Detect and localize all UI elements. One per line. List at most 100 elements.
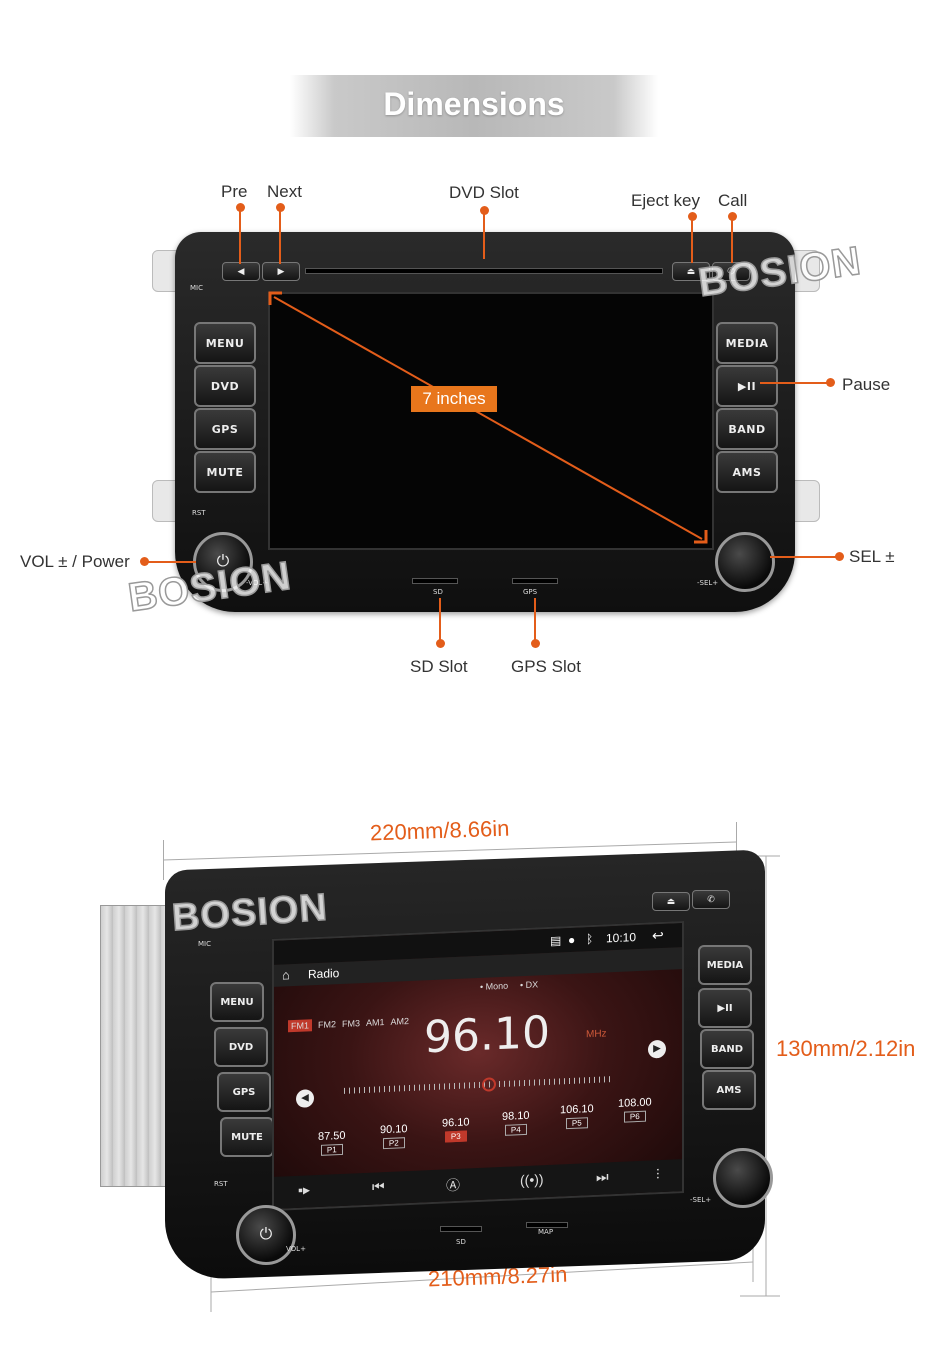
preset-4-freq: 98.10	[502, 1109, 530, 1123]
callout-eject: Eject key	[631, 191, 700, 210]
page-title: Dimensions	[383, 86, 565, 122]
select-knob-2[interactable]	[713, 1148, 773, 1208]
back-icon[interactable]: ↩	[652, 926, 664, 944]
callout-sd-dot	[436, 639, 445, 648]
callout-next: Next	[267, 182, 302, 201]
callout-sel-line	[770, 556, 836, 558]
frequency-display: 96.10	[424, 1006, 550, 1064]
sd-slot	[412, 578, 458, 584]
callout-sel: SEL ±	[849, 547, 895, 566]
preset-3-freq: 96.10	[442, 1116, 470, 1130]
callout-pre-line	[239, 208, 241, 264]
preset-5-label: P5	[565, 1117, 588, 1130]
volume-power-knob-2[interactable]: ⏻	[236, 1205, 296, 1265]
band-am1[interactable]: AM1	[366, 1017, 385, 1028]
map-label-2: MAP	[538, 1228, 554, 1236]
band-fm2[interactable]: FM2	[318, 1019, 336, 1030]
rst-label-2: RST	[214, 1180, 228, 1188]
mic-label-2: MIC	[198, 940, 211, 948]
callout-next-line	[279, 208, 281, 264]
prev-button[interactable]: ◀	[222, 262, 260, 281]
callout-eject-line	[691, 217, 693, 263]
dvd-button-2[interactable]: DVD	[214, 1027, 268, 1067]
preset-5-freq: 106.10	[560, 1102, 594, 1117]
callout-dvd-dot	[480, 206, 489, 215]
rst-label: RST	[192, 509, 206, 517]
dimension-lines	[162, 841, 780, 1312]
callout-call-dot	[728, 212, 737, 221]
select-knob[interactable]	[715, 532, 775, 592]
vol-label: -VOL+	[246, 579, 269, 587]
preset-3-label: P3	[444, 1130, 467, 1143]
callout-vol-power: VOL ± / Power	[20, 552, 130, 571]
next-track-icon[interactable]: ⏭	[596, 1168, 609, 1185]
preset-1-label: P1	[320, 1143, 343, 1156]
sd-label: SD	[433, 588, 443, 596]
vol-label-2: VOL+	[286, 1245, 306, 1253]
dvd-slot	[305, 268, 663, 274]
play-pause-button-2[interactable]: ▶II	[698, 988, 752, 1028]
dvd-button[interactable]: DVD	[194, 365, 256, 407]
preset-1-freq: 87.50	[318, 1129, 346, 1143]
callout-sd-line	[439, 598, 441, 640]
mute-button-2[interactable]: MUTE	[220, 1117, 274, 1157]
dx-indicator: • DX	[520, 979, 539, 991]
callout-gps-dot	[531, 639, 540, 648]
dim-top-width: 220mm/8.66in	[369, 815, 510, 846]
band-fm1[interactable]: FM1	[288, 1019, 312, 1033]
callout-pause-dot	[826, 378, 835, 387]
callout-vol-dot	[140, 557, 149, 566]
mute-button[interactable]: MUTE	[194, 451, 256, 493]
call-button-2[interactable]: ✆	[692, 890, 730, 909]
next-button[interactable]: ▶	[262, 262, 300, 281]
menu-button-2[interactable]: MENU	[210, 982, 264, 1022]
sel-label: -SEL+	[697, 579, 719, 587]
band-button-2[interactable]: BAND	[700, 1029, 754, 1069]
ams-button[interactable]: AMS	[716, 451, 778, 493]
preset-2-freq: 90.10	[380, 1123, 408, 1137]
band-button[interactable]: BAND	[716, 408, 778, 450]
status-time: 10:10	[606, 930, 637, 946]
callout-pause: Pause	[842, 375, 891, 394]
gps-button[interactable]: GPS	[194, 408, 256, 450]
eject-button-2[interactable]: ⏏	[652, 892, 690, 911]
sel-label-2: -SEL+	[690, 1196, 712, 1204]
auto-search-icon[interactable]: Ⓐ	[446, 1176, 460, 1194]
gps-label: GPS	[523, 588, 538, 596]
callout-pre: Pre	[221, 182, 248, 201]
frequency-unit: MHz	[586, 1028, 607, 1041]
dim-height: 130mm/2.12in	[776, 1036, 916, 1061]
home-icon[interactable]: ⌂	[282, 967, 290, 983]
equalizer-icon[interactable]: ⫶	[656, 1166, 660, 1183]
callout-vol-line	[148, 561, 196, 563]
callout-sd-slot: SD Slot	[410, 657, 468, 676]
mic-label: MIC	[190, 284, 203, 292]
previous-track-icon[interactable]: ⏮	[372, 1178, 385, 1195]
preset-6-label: P6	[623, 1110, 646, 1123]
location-icon: ●	[568, 932, 576, 948]
playlist-icon[interactable]: ▪▸	[298, 1181, 310, 1198]
screen-size-label: 7 inches	[411, 386, 497, 412]
callout-gps-slot: GPS Slot	[511, 657, 581, 676]
band-fm3[interactable]: FM3	[342, 1018, 360, 1029]
gps-slot	[512, 578, 558, 584]
ams-button-2[interactable]: AMS	[702, 1070, 756, 1110]
preset-4-label: P4	[504, 1123, 527, 1136]
callout-pre-dot	[236, 203, 245, 212]
callout-dvd-line	[483, 211, 485, 259]
broadcast-icon[interactable]: ((•))	[520, 1171, 544, 1189]
media-button[interactable]: MEDIA	[716, 322, 778, 364]
bluetooth-icon: ᛒ	[586, 931, 594, 947]
play-pause-button[interactable]: ▶II	[716, 365, 778, 407]
gps-button-2[interactable]: GPS	[217, 1072, 271, 1112]
band-am2[interactable]: AM2	[390, 1016, 410, 1027]
callout-pause-line	[760, 382, 830, 384]
menu-button[interactable]: MENU	[194, 322, 256, 364]
media-button-2[interactable]: MEDIA	[698, 945, 752, 985]
